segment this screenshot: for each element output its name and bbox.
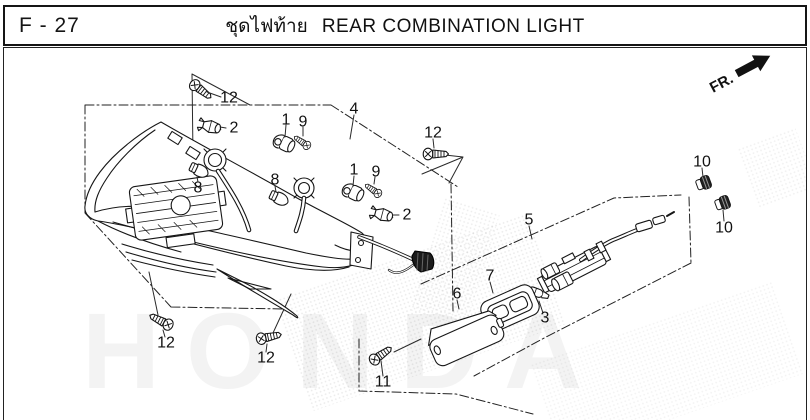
page-title-thai: ชุดไฟท้าย: [225, 15, 308, 37]
leader-part-9: [373, 176, 376, 185]
part-number-9: 9: [299, 114, 308, 131]
license-light-housing: [428, 310, 505, 367]
part-number-9: 9: [372, 164, 381, 181]
page-title-english: REAR COMBINATION LIGHT: [321, 15, 585, 37]
part-number-1: 1: [350, 162, 359, 179]
part-number-10: 10: [693, 154, 711, 171]
license-light-harness: [536, 211, 675, 294]
bulb-socket-mounted: [293, 177, 315, 234]
part-number-12: 12: [424, 125, 442, 142]
grommet-nut-10: [713, 194, 732, 213]
fr-label: FR.: [707, 70, 736, 96]
part-number-8: 8: [194, 180, 203, 197]
screw-12: [146, 309, 176, 333]
bulb-socket-mounted: [203, 148, 252, 233]
part-number-2: 2: [230, 120, 239, 137]
wire-connector: [387, 250, 435, 274]
fr-arrow-icon: [734, 55, 771, 78]
screw-12: [186, 76, 215, 103]
leader-part-12: [265, 343, 268, 353]
leader-part-10: [701, 167, 704, 178]
leader-part-10: [722, 209, 725, 222]
fr-indicator: FR.: [707, 55, 771, 97]
part-number-2: 2: [403, 207, 412, 224]
grommet-nut-10: [694, 174, 713, 193]
leader-part-3: [538, 300, 544, 314]
part-number-4: 4: [350, 101, 359, 118]
screw-12: [422, 147, 450, 161]
part-number-7: 7: [486, 268, 495, 285]
part-number-12: 12: [157, 335, 175, 352]
header-bar: F - 27 ชุดไฟท้าย REAR COMBINATION LIGHT: [3, 5, 807, 46]
part-number-6: 6: [453, 286, 462, 303]
socket-1: [270, 131, 298, 155]
leader-part-6: [456, 299, 460, 310]
screw-12: [254, 328, 283, 346]
leader-part-12: [432, 138, 435, 149]
part-number-5: 5: [525, 212, 534, 229]
page-title: ชุดไฟท้าย REAR COMBINATION LIGHT: [5, 11, 805, 41]
leader-part-8: [196, 176, 199, 183]
leader-part-2: [219, 126, 227, 129]
screw-9: [363, 181, 384, 199]
construction-lines: [84, 104, 692, 415]
bracket-plate: [125, 175, 227, 249]
part-number-3: 3: [541, 310, 550, 327]
leader-part-12: [162, 329, 166, 338]
part-number-1: 1: [282, 112, 291, 129]
page-code: F - 27: [19, 13, 80, 37]
leader-part-8: [274, 185, 277, 193]
part-number-12: 12: [257, 350, 275, 367]
leader-part-4: [349, 114, 355, 140]
leader-part-7: [489, 281, 494, 294]
socket-2: [196, 117, 223, 137]
tail-light-unit: [84, 121, 435, 319]
part-number-11: 11: [375, 374, 392, 391]
leader-part-11: [380, 360, 384, 377]
leader-part-5: [528, 225, 533, 240]
leader-part-1: [284, 124, 287, 138]
leader-part-1: [352, 175, 355, 187]
diagram-canvas: HONDA: [3, 47, 807, 420]
part-number-8: 8: [271, 172, 280, 189]
socket-2: [368, 205, 395, 225]
part-number-12: 12: [220, 90, 238, 107]
part-number-10: 10: [715, 220, 733, 237]
leader-part-12: [206, 91, 222, 98]
